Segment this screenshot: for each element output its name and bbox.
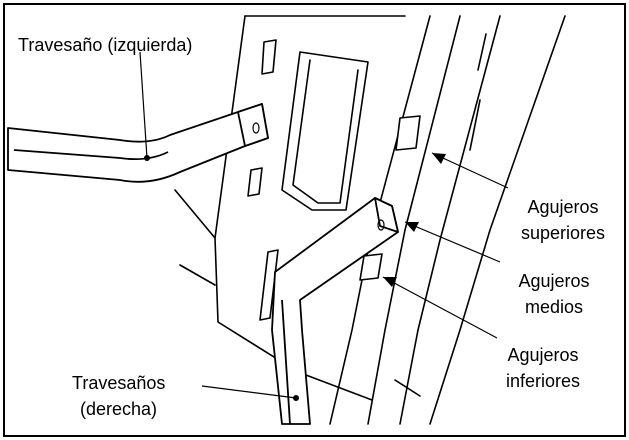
hole-bottom-left xyxy=(259,249,279,321)
leader-lower-holes xyxy=(382,276,498,339)
dot-crossbar-right xyxy=(293,395,299,401)
dot-crossbar-left xyxy=(144,155,150,161)
label-middle-holes-line2: medios xyxy=(524,297,584,317)
arrow-lower-holes xyxy=(383,277,397,287)
label-upper-holes-line1: Agujeros xyxy=(527,197,599,217)
figure-frame xyxy=(3,3,626,437)
leader-lines xyxy=(139,51,509,399)
leader-crossbar-left xyxy=(139,51,148,159)
mounting-holes xyxy=(247,39,421,321)
crossbar-right-shape xyxy=(271,197,399,425)
label-middle-holes-line1: Agujeros xyxy=(518,271,590,291)
hole-mid-left xyxy=(247,167,263,197)
label-lower-holes-line1: Agujeros xyxy=(507,345,579,365)
arrow-middle-holes xyxy=(405,222,419,232)
leader-upper-holes xyxy=(431,152,509,189)
crossbar-holes xyxy=(252,122,385,231)
hole-top-left xyxy=(261,39,277,75)
leader-middle-holes xyxy=(404,221,501,263)
hole-lower-right xyxy=(359,253,383,281)
leader-crossbar-right xyxy=(201,385,297,399)
hole-upper-right xyxy=(395,115,421,151)
label-crossbar-left: Travesaño (izquierda) xyxy=(18,35,193,55)
label-crossbar-right-line1: Travesaños xyxy=(72,373,166,393)
label-lower-holes-line2: inferiores xyxy=(505,371,581,391)
label-upper-holes-line2: superiores xyxy=(520,223,606,243)
arrow-upper-holes xyxy=(432,153,446,164)
leader-markers xyxy=(144,153,446,401)
label-crossbar-right-line2: (derecha) xyxy=(80,399,158,419)
